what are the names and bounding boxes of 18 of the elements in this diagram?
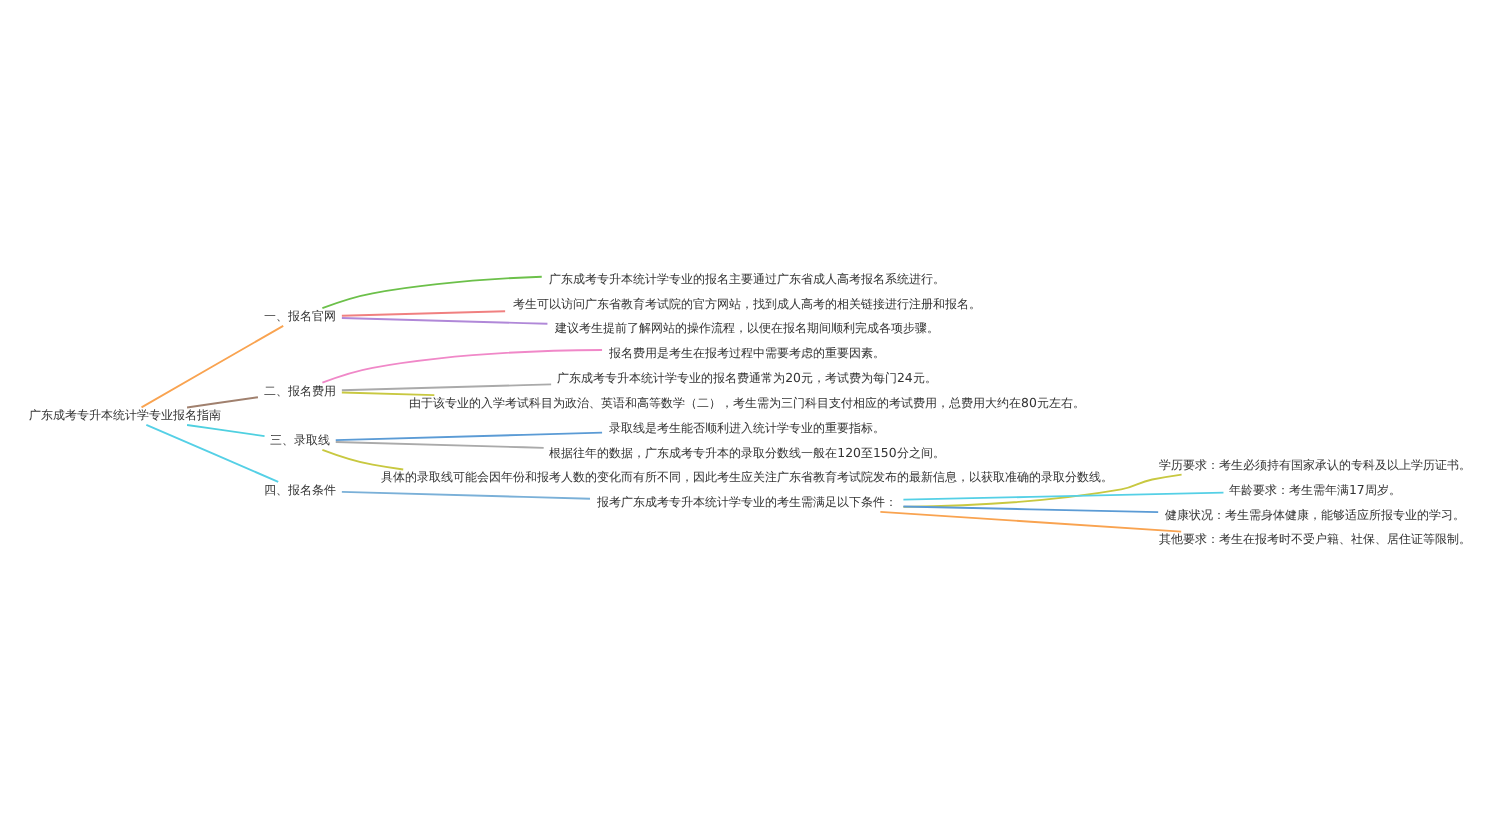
connector [340, 490, 591, 500]
connector [186, 396, 259, 409]
connector [902, 491, 1225, 501]
connector [321, 349, 603, 384]
connector [140, 324, 285, 409]
connector [334, 441, 545, 449]
connector [186, 424, 266, 438]
connector [340, 310, 507, 317]
connector [334, 431, 603, 441]
connector [902, 505, 1160, 514]
connector [145, 423, 280, 483]
connector [902, 473, 1183, 508]
connector [321, 448, 405, 471]
connector [879, 510, 1183, 533]
connector [340, 391, 436, 396]
connector [321, 275, 543, 310]
connector [340, 383, 553, 392]
connector [340, 317, 549, 325]
